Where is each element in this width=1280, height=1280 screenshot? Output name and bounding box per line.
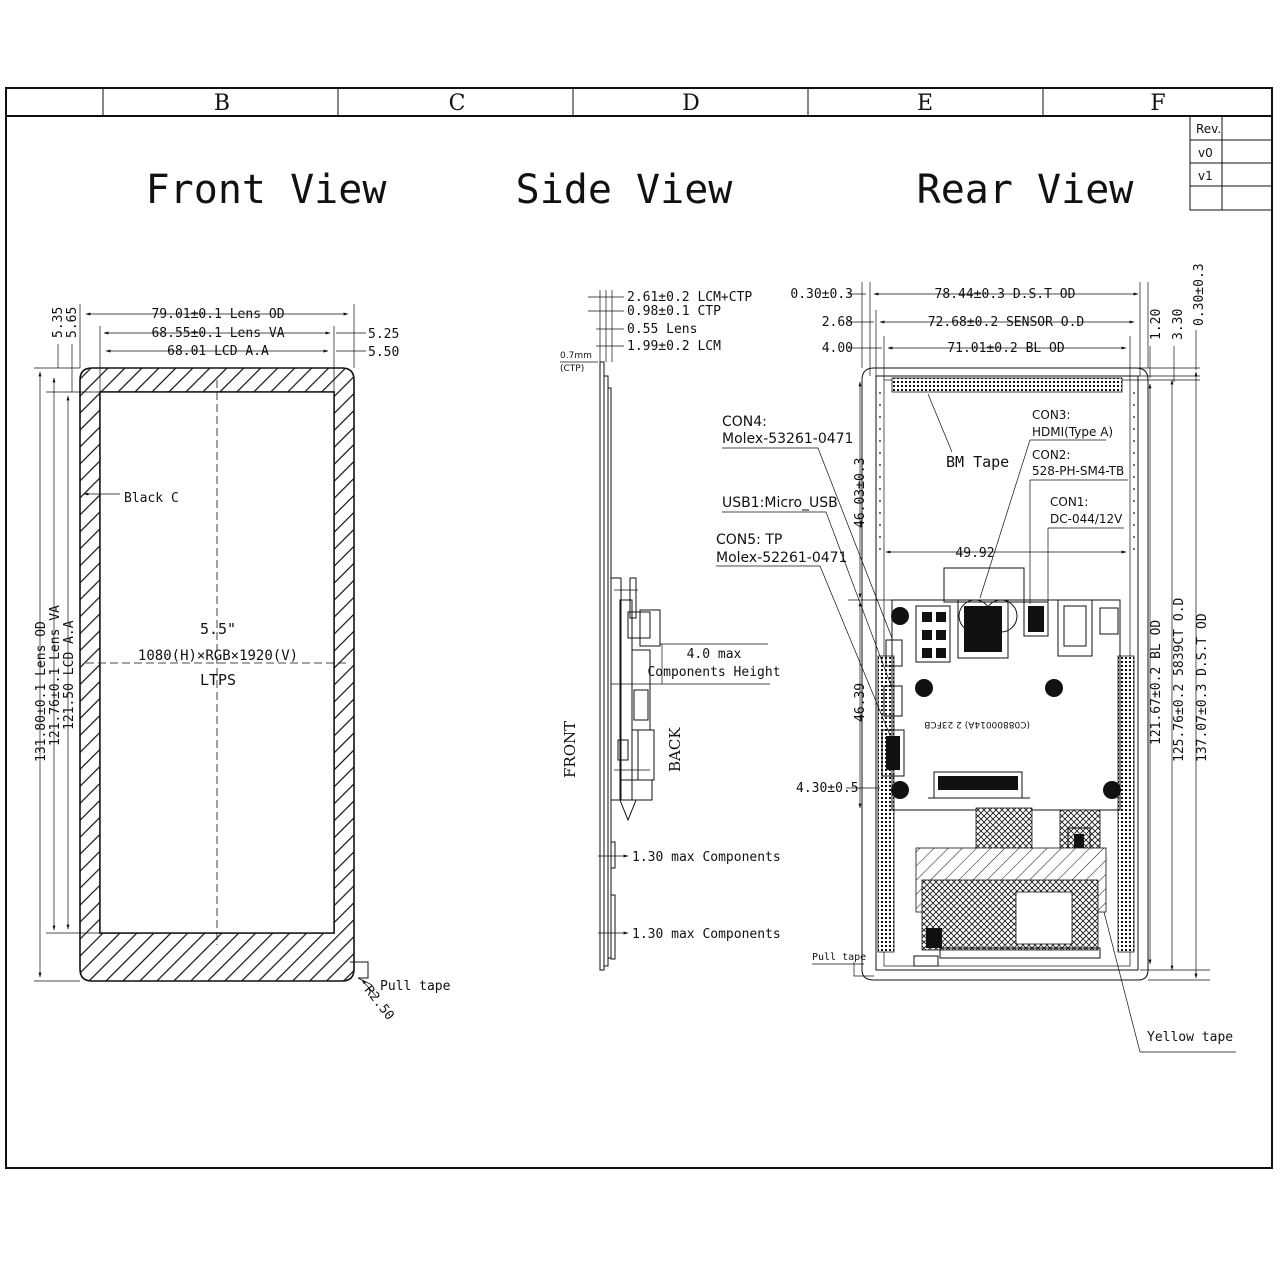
lens-od-height-dim: 131.80±0.1 Lens OD bbox=[34, 621, 49, 762]
side-component-height-dim-2: Components Height bbox=[647, 665, 780, 680]
con5-label-b: Molex-52261-0471 bbox=[716, 550, 847, 566]
rear-right-offset-2: 3.30 bbox=[1171, 309, 1186, 340]
side-component-clearance-b: 1.30 max Components bbox=[632, 927, 781, 942]
rear-left-offset-3: 4.00 bbox=[822, 341, 853, 356]
rear-height-dim-1: 46.03±0.3 bbox=[853, 458, 868, 528]
right-margin-a-dim: 5.25 bbox=[368, 327, 399, 342]
yellow-tape-label: Yellow tape bbox=[1147, 1030, 1233, 1045]
revision-header: Rev. bbox=[1196, 122, 1221, 136]
revision-v1: v1 bbox=[1198, 169, 1213, 183]
rear-pull-tape-label: Pull tape bbox=[812, 952, 866, 963]
con4-label-a: CON4: bbox=[722, 414, 767, 430]
rear-left-offset-1: 0.30±0.3 bbox=[790, 287, 853, 302]
side-lens-thickness-dim: 0.55 Lens bbox=[627, 322, 697, 337]
revision-table: Rev. v0 v1 bbox=[1189, 115, 1273, 211]
side-back-label: BACK bbox=[666, 727, 684, 772]
side-component-height-dim-1: 4.0 max bbox=[687, 647, 742, 662]
rear-dst-width-dim: 78.44±0.3 D.S.T OD bbox=[935, 287, 1076, 302]
rear-view: (C08800014A) 2 23FCB 78.44±0.3 D.S.T OD … bbox=[716, 263, 1236, 1053]
black-label: Black C bbox=[124, 491, 179, 506]
rear-pcb-marking: (C08800014A) 2 23FCB bbox=[924, 719, 1030, 729]
rear-right-offset-1: 1.20 bbox=[1149, 309, 1164, 340]
rear-height-dim-3: 4.30±0.5 bbox=[796, 781, 859, 796]
side-ctp-small-value: 0.7mm bbox=[560, 351, 592, 361]
lens-va-height-dim: 121.76±0.1 Lens VA bbox=[48, 605, 63, 746]
left-margin-b-dim: 5.65 bbox=[65, 307, 80, 338]
con3-label-b: HDMI(Type A) bbox=[1032, 425, 1113, 439]
rear-bl-width-dim: 71.01±0.2 BL OD bbox=[947, 341, 1065, 356]
usb1-label: USB1:Micro_USB bbox=[722, 495, 838, 511]
rear-view-title: Rear View bbox=[917, 167, 1135, 213]
rear-height-dim-2: 46.39 bbox=[853, 683, 868, 722]
con4-label-b: Molex-53261-0471 bbox=[722, 431, 853, 447]
side-ctp-thickness-dim: 0.98±0.1 CTP bbox=[627, 304, 721, 319]
bm-tape-label: BM Tape bbox=[946, 453, 1009, 471]
con2-label-b: 528-PH-SM4-TB bbox=[1032, 464, 1124, 478]
side-view-title: Side View bbox=[516, 167, 734, 213]
right-margin-b-dim: 5.50 bbox=[368, 345, 399, 360]
side-component-clearance-a: 1.30 max Components bbox=[632, 850, 781, 865]
rear-sensor-height-dim: 125.76±0.2 5839CT O.D bbox=[1172, 597, 1187, 762]
column-label-d: D bbox=[682, 91, 700, 116]
revision-v0: v0 bbox=[1198, 146, 1213, 160]
rear-sensor-width-dim: 72.68±0.2 SENSOR O.D bbox=[928, 315, 1085, 330]
side-components bbox=[610, 577, 661, 822]
side-front-label: FRONT bbox=[561, 721, 579, 778]
front-pull-tape-label: Pull tape bbox=[380, 979, 451, 994]
rear-bl-height-dim: 121.67±0.2 BL OD bbox=[1149, 620, 1164, 745]
con2-label-a: CON2: bbox=[1032, 448, 1070, 462]
ltps-label: LTPS bbox=[200, 671, 236, 689]
lens-va-width-dim: 68.55±0.1 Lens VA bbox=[151, 326, 284, 341]
rear-left-offset-2: 2.68 bbox=[822, 315, 853, 330]
column-label-e: E bbox=[917, 91, 933, 116]
side-total-thickness-dim: 2.61±0.2 LCM+CTP bbox=[627, 290, 752, 305]
lcd-aa-width-dim: 68.01 LCD A.A bbox=[167, 344, 269, 359]
front-view: 5.5" 1080(H)×RGB×1920(V) LTPS Black C 79… bbox=[34, 304, 451, 1023]
column-label-c: C bbox=[449, 91, 466, 116]
display-size-label: 5.5" bbox=[200, 620, 236, 638]
rear-flex-cables bbox=[915, 807, 1107, 959]
title-frame: B C D E F bbox=[5, 87, 1273, 1169]
rear-dst-height-dim: 137.07±0.3 D.S.T OD bbox=[1195, 613, 1210, 762]
con5-label-a: CON5: TP bbox=[716, 532, 782, 548]
front-view-title: Front View bbox=[146, 167, 388, 213]
column-label-b: B bbox=[214, 91, 230, 116]
con3-label-a: CON3: bbox=[1032, 408, 1070, 422]
con1-label-a: CON1: bbox=[1050, 495, 1088, 509]
column-label-f: F bbox=[1150, 91, 1165, 116]
left-margin-a-dim: 5.35 bbox=[51, 307, 66, 338]
rear-pcb: (C08800014A) 2 23FCB bbox=[881, 567, 1121, 811]
side-view: 2.61±0.2 LCM+CTP 0.98±0.1 CTP 0.55 Lens … bbox=[560, 290, 781, 971]
resolution-label: 1080(H)×RGB×1920(V) bbox=[138, 648, 298, 664]
lcd-aa-height-dim: 121.50 LCD A.A bbox=[62, 620, 77, 730]
lens-od-width-dim: 79.01±0.1 Lens OD bbox=[151, 307, 284, 322]
side-lcm-thickness-dim: 1.99±0.2 LCM bbox=[627, 339, 721, 354]
con1-label-b: DC-044/12V bbox=[1050, 512, 1123, 526]
rear-right-offset-3: 0.30±0.3 bbox=[1192, 263, 1207, 326]
side-ctp-small-label: (CTP) bbox=[560, 364, 584, 374]
rear-mid-width-dim: 49.92 bbox=[955, 546, 994, 561]
